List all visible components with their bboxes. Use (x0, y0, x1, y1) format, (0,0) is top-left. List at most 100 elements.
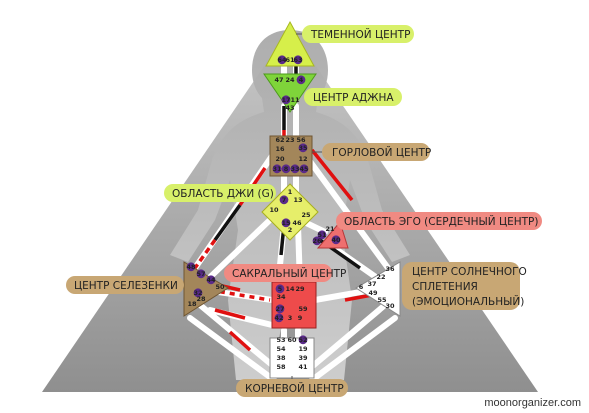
gate-number-2: 2 (288, 226, 293, 234)
gate-number-28: 28 (196, 295, 206, 303)
gate-number-19: 19 (298, 345, 308, 353)
active-gate-marker (281, 95, 291, 105)
gate-number-23: 23 (285, 136, 294, 144)
spleen-center (183, 261, 229, 317)
label-throat: ГОРЛОВОЙ ЦЕНТР (312, 143, 431, 161)
gate-number-59: 59 (298, 305, 308, 313)
gate-number-14: 14 (285, 285, 295, 293)
solar-plexus-center (355, 261, 401, 317)
watermark: moonorganizer.com (484, 397, 581, 409)
gate-number-31: 31 (272, 165, 282, 173)
gate-number-7: 7 (282, 196, 287, 204)
gate-number-63: 63 (293, 56, 302, 64)
gate-number-15: 15 (281, 219, 291, 227)
gate-number-9: 9 (298, 314, 303, 322)
gate-number-49: 49 (368, 289, 378, 297)
gate-number-17: 17 (281, 96, 290, 104)
gate-number-18: 18 (187, 300, 197, 308)
active-gate-marker (275, 284, 285, 294)
label-crown: ТЕМЕННОЙ ЦЕНТР (296, 25, 414, 43)
active-gate-marker (299, 164, 309, 174)
active-gate-marker (275, 304, 285, 314)
active-gate-marker (186, 262, 196, 272)
gate-number-57: 57 (196, 270, 205, 278)
gate-number-5: 5 (278, 285, 283, 293)
label-g: ОБЛАСТЬ ДЖИ (G) (164, 184, 276, 202)
svg-text:СПЛЕТЕНИЯ: СПЛЕТЕНИЯ (412, 281, 478, 293)
gate-number-32: 32 (193, 289, 202, 297)
gate-number-61: 61 (285, 56, 295, 64)
gate-number-41: 41 (298, 363, 308, 371)
gate-number-40: 40 (331, 236, 341, 244)
gate-number-36: 36 (385, 265, 395, 273)
gate-number-43: 43 (285, 104, 294, 112)
gate-number-30: 30 (385, 302, 395, 310)
gate-number-11: 11 (290, 96, 300, 104)
active-gate-marker (290, 164, 300, 174)
active-gate-marker (298, 143, 308, 153)
svg-text:(ЭМОЦИОНАЛЬНЫЙ): (ЭМОЦИОНАЛЬНЫЙ) (412, 295, 524, 308)
active-gate-marker (298, 335, 308, 345)
gate-number-54: 54 (276, 345, 286, 353)
gate-number-46: 46 (292, 219, 302, 227)
gate-number-42: 42 (274, 314, 283, 322)
gate-number-52: 52 (298, 336, 307, 344)
label-ajna: ЦЕНТР АДЖНА (304, 88, 402, 106)
active-gate-marker (293, 55, 303, 65)
gate-number-56: 56 (296, 136, 306, 144)
gate-number-48: 48 (186, 263, 196, 271)
gate-number-35: 35 (298, 144, 308, 152)
g-center (261, 183, 319, 241)
svg-text:ОБЛАСТЬ ЭГО (СЕРДЕЧНЫЙ ЦЕНТР): ОБЛАСТЬ ЭГО (СЕРДЕЧНЫЙ ЦЕНТР) (344, 215, 538, 228)
crown-center (265, 20, 315, 67)
gate-number-24: 24 (285, 76, 295, 84)
gate-number-47: 47 (274, 76, 283, 84)
gate-number-44: 44 (206, 276, 216, 284)
gate-number-58: 58 (276, 363, 286, 371)
active-gate-marker (272, 164, 282, 174)
label-sacral: САКРАЛЬНЫЙ ЦЕНТР (224, 264, 346, 282)
svg-text:ЦЕНТР СЕЛЕЗЕНКИ: ЦЕНТР СЕЛЕЗЕНКИ (74, 280, 178, 292)
svg-text:ОБЛАСТЬ ДЖИ (G): ОБЛАСТЬ ДЖИ (G) (172, 188, 274, 200)
gate-number-21: 21 (325, 225, 335, 233)
active-gate-marker (281, 164, 291, 174)
gate-number-50: 50 (215, 283, 225, 291)
gate-number-6: 6 (359, 283, 364, 291)
label-spleen: ЦЕНТР СЕЛЕЗЕНКИ (66, 276, 184, 294)
gate-number-3: 3 (288, 314, 293, 322)
gate-number-37: 37 (367, 280, 376, 288)
gate-number-25: 25 (301, 211, 311, 219)
gate-number-22: 22 (376, 273, 385, 281)
gate-number-33: 33 (290, 165, 299, 173)
gate-number-64: 64 (277, 56, 287, 64)
gate-number-13: 13 (293, 196, 302, 204)
gate-number-20: 20 (275, 155, 285, 163)
active-gate-marker (331, 235, 341, 245)
svg-text:САКРАЛЬНЫЙ ЦЕНТР: САКРАЛЬНЫЙ ЦЕНТР (232, 267, 346, 280)
gate-number-34: 34 (276, 293, 286, 301)
gate-number-16: 16 (275, 145, 285, 153)
svg-text:ГОРЛОВОЙ ЦЕНТР: ГОРЛОВОЙ ЦЕНТР (332, 146, 431, 159)
gate-number-39: 39 (298, 354, 308, 362)
svg-text:ТЕМЕННОЙ ЦЕНТР: ТЕМЕННОЙ ЦЕНТР (310, 28, 410, 41)
gate-number-29: 29 (295, 285, 305, 293)
gate-number-62: 62 (275, 136, 284, 144)
label-solar: ЦЕНТР СОЛНЕЧНОГО СПЛЕТЕНИЯ (ЭМОЦИОНАЛЬНЫ… (402, 262, 527, 310)
active-gate-marker (193, 288, 203, 298)
gate-number-51: 51 (317, 231, 327, 239)
gate-number-60: 60 (287, 336, 297, 344)
gate-number-8: 8 (284, 165, 289, 173)
gate-number-45: 45 (299, 165, 309, 173)
gate-number-12: 12 (298, 155, 307, 163)
svg-text:КОРНЕВОЙ ЦЕНТР: КОРНЕВОЙ ЦЕНТР (245, 382, 344, 395)
gate-number-38: 38 (276, 354, 286, 362)
svg-text:ЦЕНТР АДЖНА: ЦЕНТР АДЖНА (313, 92, 394, 104)
label-ego: ОБЛАСТЬ ЭГО (СЕРДЕЧНЫЙ ЦЕНТР) (336, 212, 542, 230)
root-center (269, 337, 315, 379)
active-gate-marker (277, 55, 287, 65)
gate-number-1: 1 (288, 188, 293, 196)
active-gate-marker (312, 236, 322, 246)
gate-number-26: 26 (312, 237, 322, 245)
gate-number-10: 10 (269, 206, 279, 214)
